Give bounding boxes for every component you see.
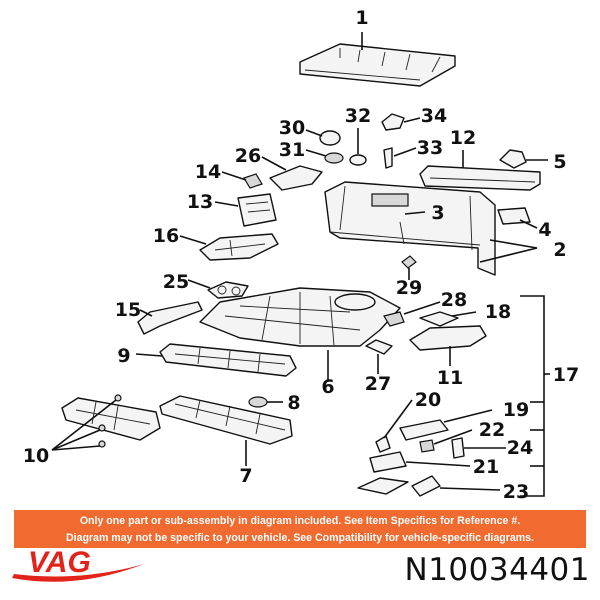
part-23-plate: [357, 475, 441, 497]
callout-19: 19: [503, 399, 529, 421]
part-14-clip: [243, 173, 263, 189]
part-12-rear-crossmember: [419, 165, 541, 191]
part-19-bracket: [399, 419, 449, 441]
callout-30: 30: [279, 117, 305, 139]
callout-2: 2: [553, 239, 566, 261]
logo-text: VAG: [28, 546, 91, 579]
callout-11: 11: [437, 367, 463, 389]
callout-8: 8: [287, 392, 300, 414]
callout-24: 24: [507, 437, 533, 459]
callout-21: 21: [473, 456, 499, 478]
part-2-rear-bumper-carrier: [324, 181, 496, 276]
callout-29: 29: [396, 277, 422, 299]
part-number: N10034401: [404, 552, 590, 588]
callout-27: 27: [365, 373, 391, 395]
callout-1: 1: [355, 7, 368, 29]
part-11-bracket: [409, 325, 487, 351]
callout-32: 32: [345, 105, 371, 127]
part-20-bracket: [375, 435, 391, 453]
part-10-sill-and-fasteners: [61, 394, 161, 448]
callout-18: 18: [485, 301, 511, 323]
part-30-grommet: [319, 130, 341, 146]
callout-23: 23: [503, 481, 529, 503]
part-13-panel: [237, 193, 277, 227]
callout-33: 33: [417, 137, 443, 159]
callout-16: 16: [153, 225, 179, 247]
part-32-washer: [349, 154, 367, 166]
callout-26: 26: [235, 145, 261, 167]
callout-4: 4: [538, 219, 551, 241]
callout-10: 10: [23, 445, 49, 467]
callout-22: 22: [479, 419, 505, 441]
part-24-bracket: [451, 437, 465, 459]
disclaimer-line-1: Only one part or sub-assembly in diagram…: [79, 515, 521, 527]
part-6-floor-pan: [199, 287, 401, 347]
logo-swoosh: [12, 564, 144, 582]
disclaimer-banner: Only one part or sub-assembly in diagram…: [14, 510, 586, 548]
part-22-clip: [419, 439, 435, 453]
part-4-bracket: [497, 207, 531, 225]
part-34-mount: [381, 113, 405, 131]
callout-12: 12: [450, 127, 476, 149]
part-21-mount: [369, 451, 407, 473]
callout-7: 7: [239, 465, 252, 487]
part-15-rail: [137, 301, 203, 335]
part-25-bracket: [207, 281, 249, 299]
disclaimer-line-2: Diagram may not be specific to your vehi…: [65, 532, 535, 544]
callout-3: 3: [431, 202, 444, 224]
part-27-bracket: [365, 339, 393, 355]
part-33-bolt: [383, 147, 393, 169]
callout-25: 25: [163, 271, 189, 293]
callout-31: 31: [279, 139, 305, 161]
part-18-bracket: [419, 311, 459, 327]
callout-28: 28: [441, 289, 467, 311]
callout-13: 13: [187, 191, 213, 213]
part-29-plug: [401, 255, 417, 269]
vag-logo: VAG: [12, 546, 144, 582]
callout-34: 34: [421, 105, 447, 127]
part-1-rear-panel: [299, 43, 456, 87]
callout-5: 5: [553, 151, 566, 173]
callout-15: 15: [115, 299, 141, 321]
part-8-plug: [248, 396, 268, 408]
part-9-floor-member: [159, 343, 297, 377]
part-5-hinge-bracket: [499, 149, 527, 169]
part-28-clip: [383, 311, 405, 327]
exploded-parts-diagram: 1 2 3 4 5 6 7 8 9 10 11 12 13 14 15 16 1…: [23, 7, 579, 503]
part-26-bracket: [269, 165, 323, 191]
callout-6: 6: [321, 376, 334, 398]
part-16-reinforcement: [199, 233, 279, 261]
callout-17: 17: [553, 364, 579, 386]
callout-20: 20: [415, 389, 441, 411]
callout-9: 9: [117, 345, 130, 367]
part-7-side-member: [159, 395, 293, 445]
part-31-bushing: [324, 152, 344, 164]
callout-14: 14: [195, 161, 221, 183]
